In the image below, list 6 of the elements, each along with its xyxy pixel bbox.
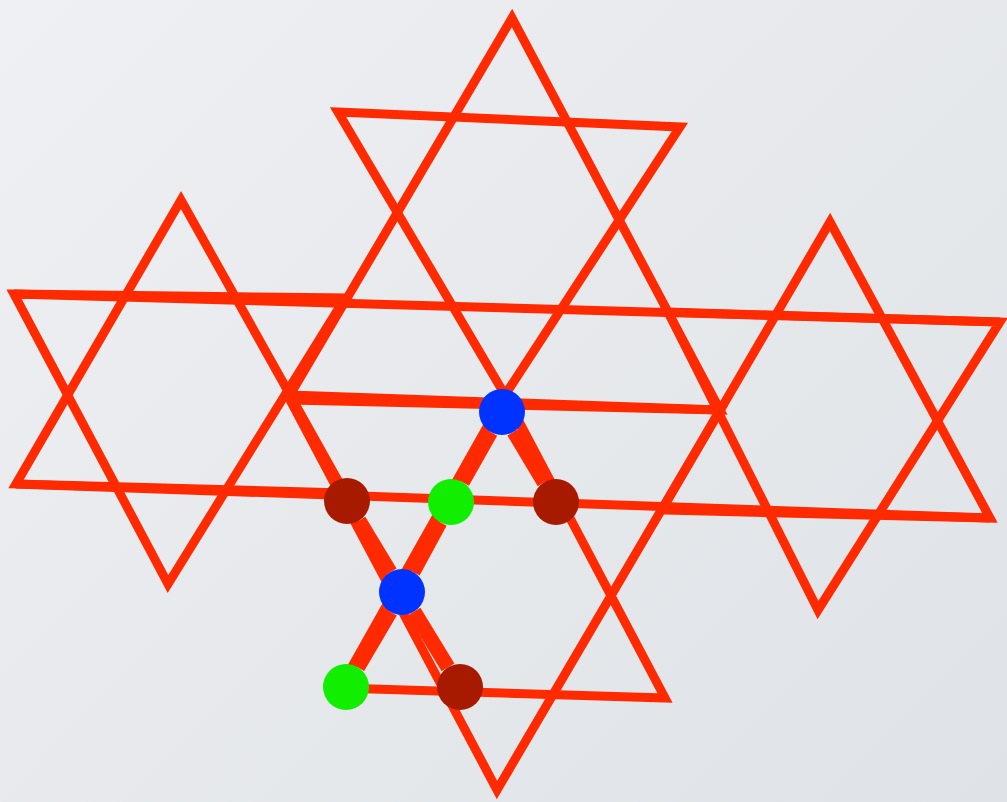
lattice-site-dot bbox=[479, 389, 525, 435]
lattice-site-dot bbox=[437, 664, 483, 710]
lattice-site-dot bbox=[533, 479, 579, 525]
lattice-site-dot bbox=[323, 664, 369, 710]
lattice-site-dot bbox=[428, 479, 474, 525]
lattice-site-dot bbox=[324, 478, 370, 524]
